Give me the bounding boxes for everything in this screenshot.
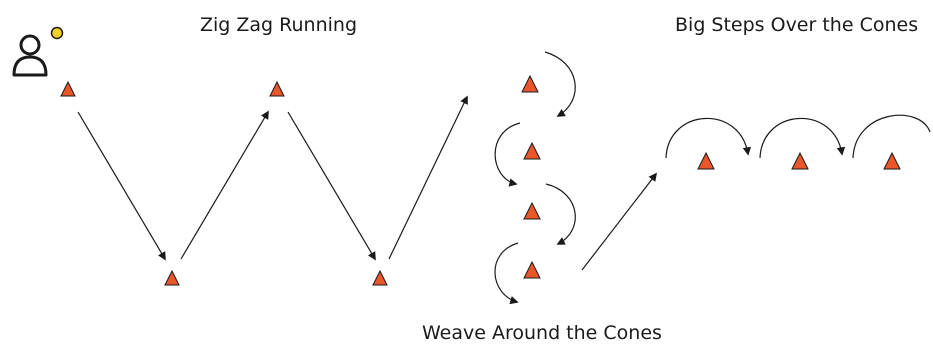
- big-steps-path: [665, 114, 931, 159]
- person-icon: [12, 34, 48, 77]
- arrow-icon: [545, 183, 576, 245]
- cone-icon: [523, 141, 541, 160]
- zigzag-title: Zig Zag Running: [200, 14, 358, 36]
- cone-icon: [883, 151, 901, 170]
- cone-icon: [164, 269, 180, 286]
- big-steps-cones: [697, 151, 901, 170]
- cone-icon: [791, 151, 809, 170]
- zigzag-path: [77, 95, 468, 261]
- arrow-icon: [77, 111, 166, 261]
- weave-title: Weave Around the Cones: [422, 322, 662, 344]
- cone-icon: [523, 201, 541, 220]
- arrow-icon: [494, 242, 519, 305]
- arrow-icon: [544, 51, 576, 117]
- arrow-icon: [494, 122, 521, 187]
- big-steps-title: Big Steps Over the Cones: [675, 14, 919, 36]
- arrow-icon: [581, 172, 658, 271]
- arrow-icon: [287, 111, 376, 261]
- arrow-icon: [759, 117, 846, 159]
- arrow-icon: [665, 117, 752, 159]
- ball-icon: [50, 26, 64, 40]
- weave-cones: [521, 74, 541, 279]
- weave-path: [494, 51, 658, 305]
- cone-icon: [697, 151, 715, 170]
- cone-icon: [269, 80, 285, 97]
- cone-icon: [60, 80, 76, 97]
- zigzag-cones: [60, 80, 388, 286]
- cone-icon: [372, 269, 388, 286]
- arrow-icon: [388, 95, 468, 260]
- arrow-icon: [852, 114, 931, 159]
- cone-icon: [523, 260, 541, 279]
- arrow-icon: [180, 110, 269, 260]
- cone-icon: [521, 74, 539, 93]
